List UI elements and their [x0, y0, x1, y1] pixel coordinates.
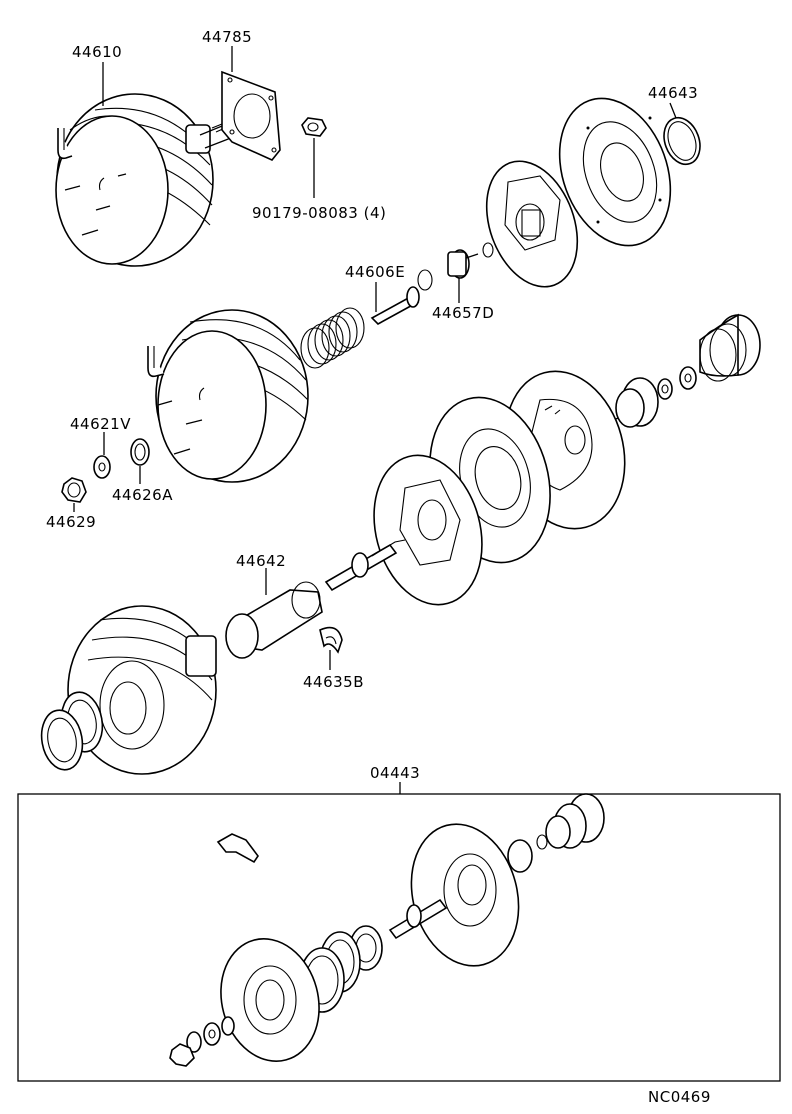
seal-rings-lower[interactable]	[37, 689, 107, 773]
return-spring[interactable]	[300, 307, 365, 369]
label-44606E: 44606E	[345, 263, 405, 281]
rear-shell[interactable]	[540, 83, 690, 261]
label-nut: 90179-08083 (4)	[252, 204, 386, 222]
label-44621V: 44621V	[70, 415, 131, 433]
kit-diaphragm[interactable]	[208, 928, 333, 1073]
valve-retainer-44657D[interactable]	[417, 242, 494, 291]
snap-ring-44629[interactable]	[61, 477, 87, 503]
push-rod-pin-44606E[interactable]	[370, 286, 420, 325]
valve-operating-rod[interactable]	[324, 539, 406, 592]
gasket-44785[interactable]	[221, 70, 281, 161]
repair-kit-box	[17, 793, 781, 1082]
boot-44642[interactable]	[225, 581, 323, 659]
kit-piston-rear[interactable]	[507, 793, 605, 873]
label-44629: 44629	[46, 513, 96, 531]
diagram-code: NC0469	[648, 1088, 711, 1106]
label-44626A: 44626A	[112, 486, 173, 504]
kit-snap-ring[interactable]	[169, 1043, 195, 1067]
key-44635B[interactable]	[319, 626, 343, 654]
check-valve-body[interactable]	[699, 313, 761, 382]
rear-shell-lower[interactable]	[67, 605, 217, 775]
label-44642: 44642	[236, 552, 286, 570]
leader-44643	[669, 102, 677, 119]
label-44643: 44643	[648, 84, 698, 102]
reaction-plate[interactable]	[358, 443, 498, 617]
kit-washers[interactable]	[186, 1016, 235, 1053]
kit-plate[interactable]	[396, 812, 534, 978]
nut-90179-08083[interactable]	[301, 117, 327, 137]
retainer-44626A[interactable]	[130, 438, 150, 466]
diaphragm-plate[interactable]	[470, 149, 593, 300]
label-04443: 04443	[370, 764, 420, 782]
label-44785: 44785	[202, 28, 252, 46]
kit-rod[interactable]	[388, 898, 448, 940]
label-44610: 44610	[72, 43, 122, 61]
booster-assembly-44610[interactable]	[55, 93, 237, 267]
washers-right[interactable]	[657, 366, 697, 400]
piston-rear[interactable]	[604, 377, 659, 428]
front-shell[interactable]	[147, 309, 309, 483]
kit-stud[interactable]	[216, 833, 259, 864]
seal-44621V[interactable]	[93, 455, 111, 479]
o-ring-44643[interactable]	[658, 113, 706, 170]
label-44657D: 44657D	[432, 304, 494, 322]
label-44635B: 44635B	[303, 673, 364, 691]
